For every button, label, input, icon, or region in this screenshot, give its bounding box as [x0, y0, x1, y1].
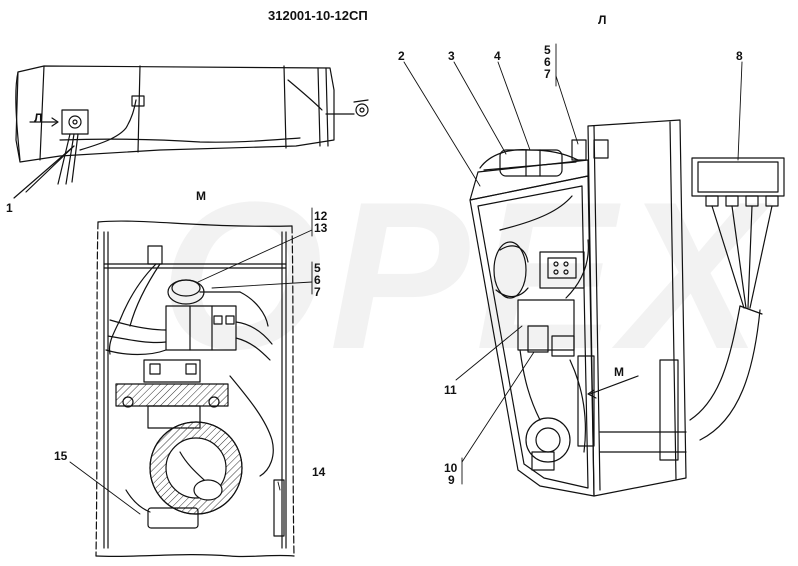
callout-2: 2 [398, 49, 405, 63]
drawing-number: 312001-10-12СП [268, 8, 368, 23]
main-assembly [469, 119, 785, 497]
callout-11: 11 [444, 383, 457, 397]
callout-15: 15 [54, 449, 68, 463]
callout-5-detail: 5 [314, 261, 321, 275]
callout-7-detail: 7 [314, 285, 321, 299]
callout-4: 4 [494, 49, 501, 63]
detail-view-m [95, 220, 295, 558]
view-label-l-left: Л [34, 111, 43, 125]
callout-10: 10 [444, 461, 458, 475]
callout-7-top: 7 [544, 67, 551, 81]
callout-9: 9 [448, 473, 455, 487]
callout-8: 8 [736, 49, 743, 63]
view-label-l-top: Л [598, 13, 607, 27]
view-label-m-detail: М [196, 189, 206, 203]
callout-12: 12 [314, 209, 328, 223]
callout-14: 14 [312, 465, 326, 479]
view-label-m-arrow: М [614, 365, 624, 379]
cab-overview [13, 65, 369, 199]
callout-13: 13 [314, 221, 328, 235]
leader-lines [69, 43, 743, 515]
callout-3: 3 [448, 49, 455, 63]
callout-6-top: 6 [544, 55, 551, 69]
callout-1: 1 [6, 201, 13, 215]
callout-6-detail: 6 [314, 273, 321, 287]
callout-5-top: 5 [544, 43, 551, 57]
